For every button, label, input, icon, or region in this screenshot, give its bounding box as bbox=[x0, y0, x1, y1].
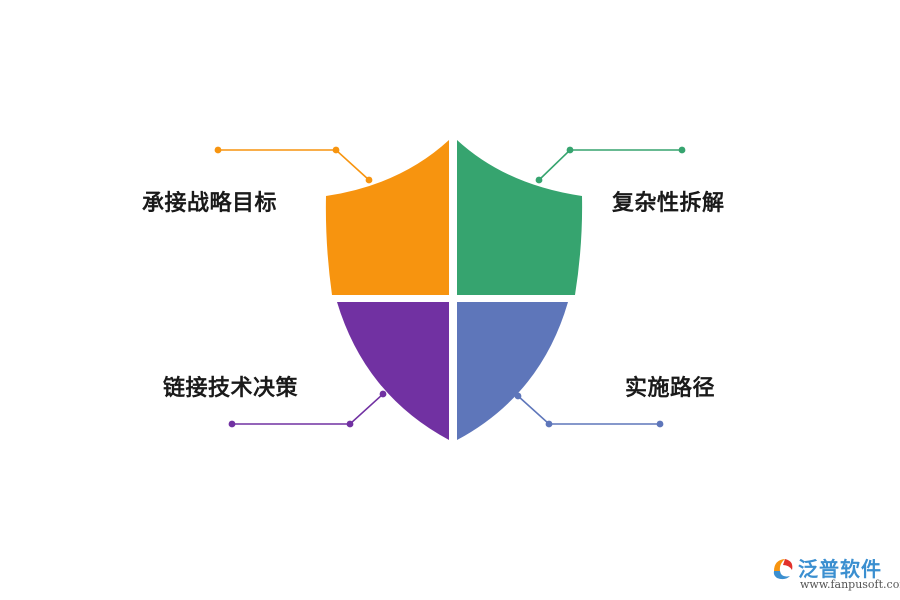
connector-bottom-left bbox=[228, 390, 387, 428]
connector-top-left bbox=[214, 146, 373, 184]
label-bottom-left: 链接技术决策 bbox=[163, 376, 299, 401]
logo-mark-icon bbox=[773, 559, 793, 580]
shield-quadrant-top-left bbox=[325, 140, 449, 295]
label-bottom-right: 实施路径 bbox=[625, 376, 716, 401]
logo-name: 泛普软件 bbox=[798, 557, 882, 581]
label-top-left: 承接战略目标 bbox=[142, 191, 278, 216]
connector-top-right bbox=[535, 146, 686, 184]
connector-bottom-right bbox=[514, 392, 664, 428]
brand-logo: 泛普软件 www.fanpusoft.com bbox=[770, 552, 900, 592]
logo-url: www.fanpusoft.com bbox=[800, 578, 900, 591]
shield-quadrant-bottom-right bbox=[457, 302, 568, 440]
shield-quadrant-bottom-left bbox=[337, 302, 449, 440]
shield-quadrant-top-right bbox=[457, 140, 583, 295]
label-top-right: 复杂性拆解 bbox=[612, 191, 725, 216]
